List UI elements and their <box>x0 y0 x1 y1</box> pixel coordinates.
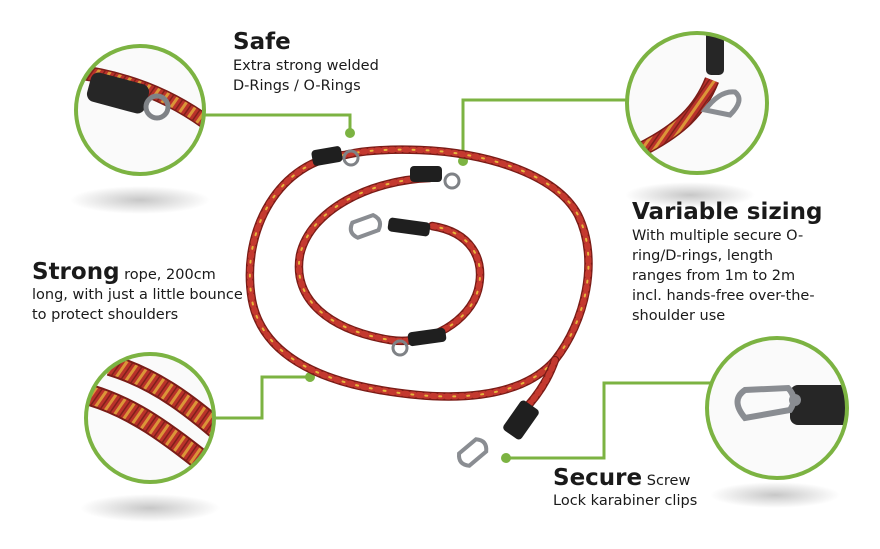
feature-safe-line1: Extra strong welded <box>233 58 379 74</box>
callout-dot-safe <box>345 128 355 138</box>
ring-top-left <box>342 149 360 167</box>
metal-rings <box>342 149 461 357</box>
feature-safe: Safe Extra strong welded D-Rings / O-Rin… <box>233 28 463 96</box>
callout-line-variable <box>461 98 628 160</box>
feature-secure-line2: Lock karabiner clips <box>553 493 698 509</box>
shadow-top-right <box>625 182 755 208</box>
feature-variable-heading: Variable sizing <box>632 199 823 225</box>
leather-tabs <box>311 146 539 440</box>
callout-line-strong <box>210 375 308 420</box>
ring-top-middle <box>443 172 461 190</box>
detail-circle-rings <box>76 46 204 174</box>
tab-top-left <box>311 146 343 166</box>
tab-lower <box>407 327 447 347</box>
detail-circle-clip <box>627 33 767 173</box>
feature-strong-line2: long, with just a little bounce <box>32 287 243 303</box>
feature-strong-line3: to protect shoulders <box>32 307 179 323</box>
feature-variable-sizing: Variable sizing With multiple secure O- … <box>632 198 847 326</box>
callout-lines <box>200 98 710 460</box>
callout-line-safe <box>200 113 352 132</box>
feature-secure-heading: Secure <box>553 465 643 491</box>
feature-strong-heading: Strong <box>32 259 120 285</box>
feature-safe-line2: D-Rings / O-Rings <box>233 78 361 94</box>
callout-dot-secure <box>501 453 511 463</box>
tab-top-middle <box>410 166 442 182</box>
feature-safe-heading: Safe <box>233 29 291 55</box>
ring-lower <box>391 339 409 357</box>
feature-variable-line2: ring/D-rings, length <box>632 248 774 264</box>
feature-variable-line3: ranges from 1m to 2m <box>632 268 796 284</box>
feature-strong-inline: rope, 200cm <box>124 267 216 283</box>
karabiner-top <box>348 212 382 240</box>
feature-variable-line4: incl. hands-free over-the- <box>632 288 815 304</box>
shadow-bottom-left <box>80 494 220 522</box>
feature-secure-inline: Screw <box>646 473 691 489</box>
feature-variable-line1: With multiple secure O- <box>632 228 804 244</box>
karabiner-bottom <box>457 437 489 468</box>
feature-variable-line5: shoulder use <box>632 308 726 324</box>
detail-circle-karabiner <box>707 338 847 478</box>
tab-bottom <box>503 400 539 440</box>
shadow-top-left <box>70 186 210 214</box>
detail-circle-rope <box>86 354 214 482</box>
leash-rope <box>245 145 593 417</box>
tab-inner <box>387 217 431 237</box>
callout-line-secure <box>508 381 710 460</box>
shadow-bottom-right <box>710 482 840 508</box>
feature-secure: Secure Screw Lock karabiner clips <box>553 465 773 511</box>
feature-strong: Strong rope, 200cm long, with just a lit… <box>32 259 262 325</box>
